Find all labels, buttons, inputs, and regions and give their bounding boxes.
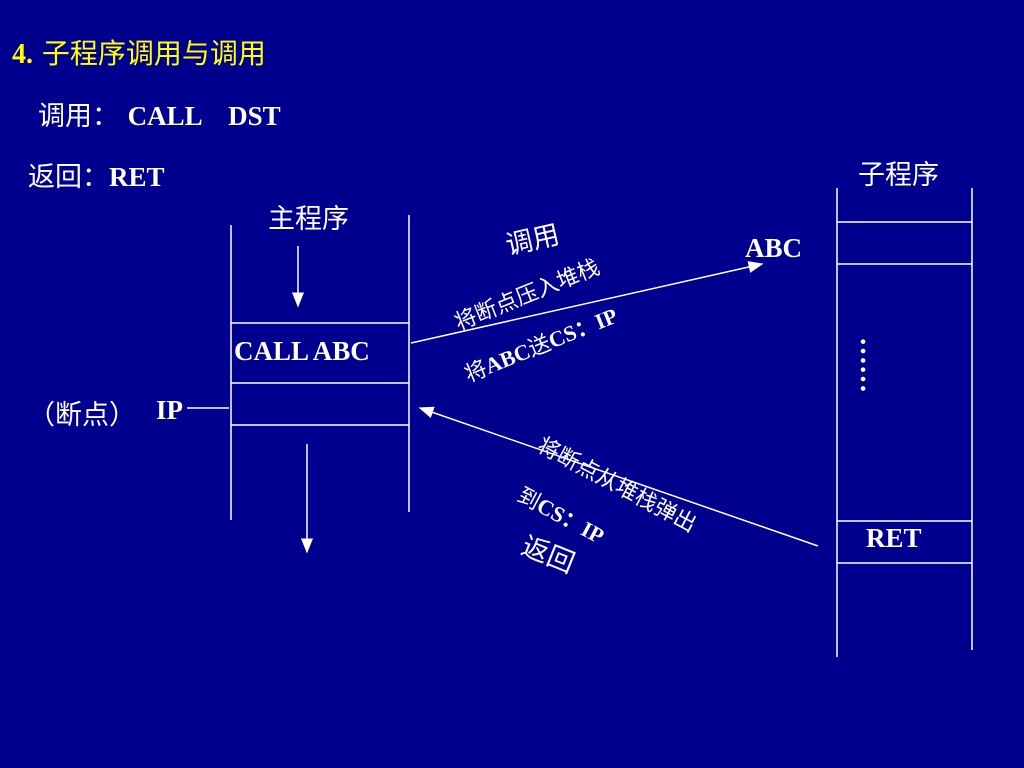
call-syntax-label: 调用： bbox=[38, 101, 119, 132]
ret-syntax: RET bbox=[109, 162, 165, 192]
title-number: 4. bbox=[12, 39, 33, 70]
ret-instruction: RET bbox=[866, 523, 922, 553]
call-syntax-line: 调用： CALL DST bbox=[38, 94, 281, 133]
subroutine-label: 子程序 bbox=[858, 160, 939, 191]
call-abc-instruction: CALL ABC bbox=[234, 336, 370, 366]
call-syntax: CALL DST bbox=[127, 101, 281, 131]
abc-entry-label: ABC bbox=[745, 233, 803, 263]
ellipsis-dots: …… bbox=[854, 337, 885, 393]
return-arrow bbox=[418, 406, 819, 547]
main-program-label: 主程序 bbox=[268, 204, 349, 235]
slide-title: 4. 子程序调用与调用 bbox=[12, 32, 266, 72]
ret-syntax-line: 返回：RET bbox=[28, 155, 165, 194]
title-text: 子程序调用与调用 bbox=[41, 37, 266, 70]
call-arrow bbox=[410, 261, 764, 344]
ret-syntax-label: 返回： bbox=[28, 162, 109, 193]
breakpoint-label: （断点） bbox=[28, 400, 136, 431]
ip-label: IP bbox=[156, 395, 183, 425]
